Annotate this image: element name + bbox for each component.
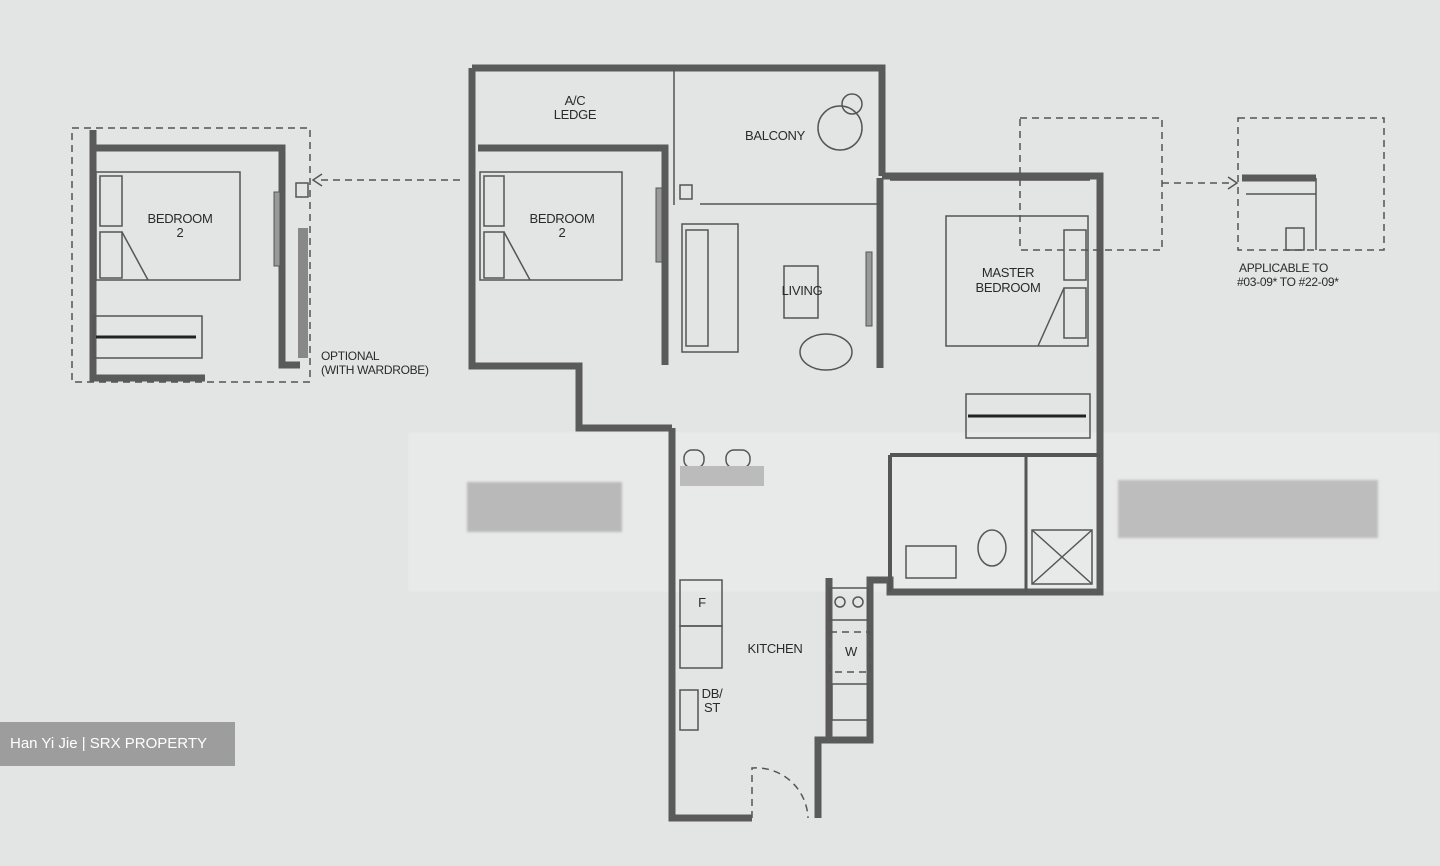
db-st-label-line-2: ST (704, 700, 720, 715)
optional-note-line-1: OPTIONAL (321, 349, 380, 363)
main-unit: A/C LEDGE BALCONY BEDROOM 2 LIVING MASTE… (468, 64, 1104, 822)
room-label-living: LIVING (782, 283, 823, 298)
db-st-label-line-1: DB/ (702, 686, 723, 701)
room-label-ac-ledge-line-2: LEDGE (554, 107, 597, 122)
room-label-ac-ledge-line-1: A/C (565, 93, 586, 108)
room-label-bedroom-2: BEDROOM (529, 211, 594, 226)
room-label-balcony: BALCONY (745, 128, 806, 143)
redacted-unit-type-label (467, 482, 622, 532)
room-number-bedroom-2: 2 (559, 225, 566, 240)
redacted-info-stamp (1118, 480, 1378, 538)
optional-note-line-2: (WITH WARDROBE) (321, 363, 429, 377)
applicable-note-line-1: APPLICABLE TO (1239, 261, 1328, 275)
arrow-head-icon (1227, 176, 1239, 190)
optional-bedroom-variant: BEDROOM 2 (71, 127, 311, 383)
applicable-note-line-2: #03-09* TO #22-09* (1237, 275, 1339, 289)
applicable-variant: APPLICABLE TO #03-09* TO #22-09* (1019, 117, 1385, 289)
arrow-head-icon (311, 173, 323, 187)
room-label-master-bedroom-line-1: MASTER (982, 265, 1034, 280)
room-number-bedroom-2-optional: 2 (177, 225, 184, 240)
room-label-master-bedroom-line-2: BEDROOM (975, 280, 1040, 295)
washer-label: W (845, 644, 858, 659)
room-label-bedroom-2-optional: BEDROOM (147, 211, 212, 226)
room-label-kitchen: KITCHEN (748, 641, 803, 656)
watermark: Han Yi Jie | SRX PROPERTY (0, 722, 235, 766)
fridge-label: F (698, 595, 706, 610)
